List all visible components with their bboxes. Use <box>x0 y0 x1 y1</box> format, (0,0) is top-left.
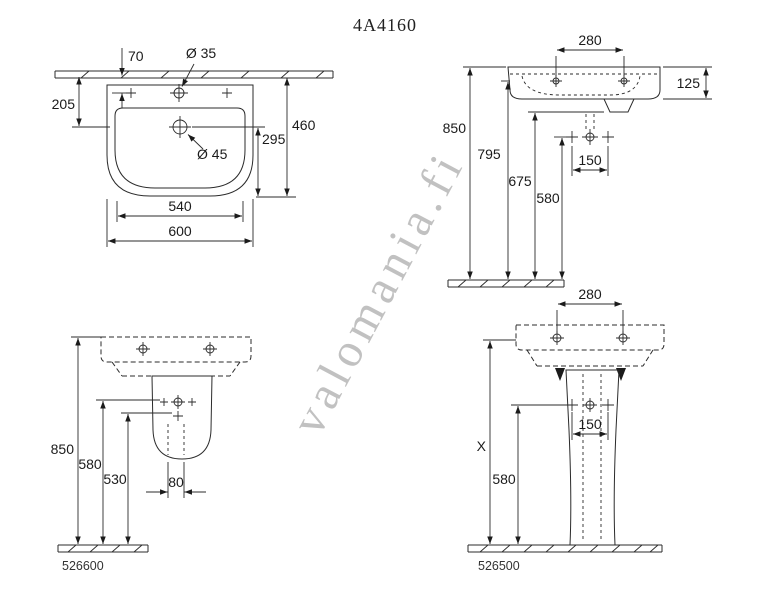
basin-front-hidden-outline <box>100 336 252 377</box>
dim-dia-45: Ø 45 <box>187 134 228 162</box>
dim-295: 295 <box>192 126 286 196</box>
dim-label-580-front: 580 <box>78 456 102 472</box>
dim-label-280-pedestal: 280 <box>578 286 602 302</box>
dim-580-pedestal: 580 <box>492 404 566 544</box>
dim-label-80: 80 <box>168 474 184 490</box>
dim-80: 80 <box>146 462 206 498</box>
floor-section-left <box>57 544 149 553</box>
supply-connection-marks <box>566 129 614 145</box>
dim-label-295: 295 <box>262 131 286 147</box>
dim-580-front: 580 <box>78 399 160 544</box>
dim-label-580-side: 580 <box>536 190 560 206</box>
dim-70: 70 <box>112 48 144 108</box>
drain-hole-mark <box>169 116 191 138</box>
dim-795: 795 <box>477 80 511 279</box>
dim-600: 600 <box>106 199 254 247</box>
dim-label-150-side: 150 <box>578 152 602 168</box>
dim-label-x: X <box>477 438 487 454</box>
dim-label-675: 675 <box>508 173 532 189</box>
dim-150-side: 150 <box>571 146 609 176</box>
dim-540: 540 <box>116 198 244 222</box>
tap-hole-marks <box>126 84 232 102</box>
dim-125: 125 <box>663 66 712 100</box>
dim-label-125: 125 <box>677 75 701 91</box>
fixing-arrows <box>555 368 626 381</box>
dim-label-530: 530 <box>103 471 127 487</box>
dim-150-pedestal: 150 <box>571 412 609 440</box>
floor-section <box>447 279 565 288</box>
dim-675: 675 <box>508 111 604 279</box>
dim-label-70: 70 <box>128 48 144 64</box>
watermark-text: valomania.fi <box>281 142 475 443</box>
dim-label-dia-45: Ø 45 <box>197 146 228 162</box>
wall-section <box>54 70 334 79</box>
page-title: 4A4160 <box>353 15 417 35</box>
dim-580-side: 580 <box>536 136 566 279</box>
dim-label-150-pedestal: 150 <box>578 416 602 432</box>
basin-front-hidden-outline-2 <box>515 324 665 367</box>
product-code-526500: 526500 <box>478 559 520 573</box>
dim-label-600: 600 <box>168 223 192 239</box>
basin-plan-outline <box>106 84 254 197</box>
dim-850-side: 850 <box>443 66 506 279</box>
view-front-pedestal: 280 X 580 150 526500 <box>467 286 665 573</box>
dim-label-795: 795 <box>477 146 501 162</box>
dim-label-205: 205 <box>52 96 76 112</box>
dim-label-850-side: 850 <box>443 120 467 136</box>
dim-205: 205 <box>52 77 110 128</box>
drain-fitting <box>585 98 635 131</box>
dim-label-460: 460 <box>292 117 316 133</box>
dim-280-side: 280 <box>555 32 625 76</box>
dim-label-850-front: 850 <box>51 441 75 457</box>
siphon-cover-outline <box>151 375 213 460</box>
dim-label-580-pedestal: 580 <box>492 471 516 487</box>
floor-section-right <box>467 544 663 553</box>
dim-x: X <box>477 339 516 544</box>
view-front-semi-pedestal: 850 580 530 80 526600 <box>51 336 252 573</box>
dim-dia-35: Ø 35 <box>181 45 217 87</box>
basin-side-outline <box>507 66 661 100</box>
dim-label-dia-35: Ø 35 <box>186 45 217 61</box>
dim-460: 460 <box>256 78 316 198</box>
view-plan: 70 Ø 35 205 460 295 Ø 45 <box>52 45 334 247</box>
view-side-elevation: 280 125 850 795 675 580 <box>443 32 712 288</box>
dim-530: 530 <box>103 412 172 544</box>
dim-label-540: 540 <box>168 198 192 214</box>
dim-280-pedestal: 280 <box>556 286 624 333</box>
dim-850-front: 850 <box>51 336 101 544</box>
dim-label-280-side: 280 <box>578 32 602 48</box>
product-code-526600: 526600 <box>62 559 104 573</box>
pedestal-outline <box>565 369 620 546</box>
